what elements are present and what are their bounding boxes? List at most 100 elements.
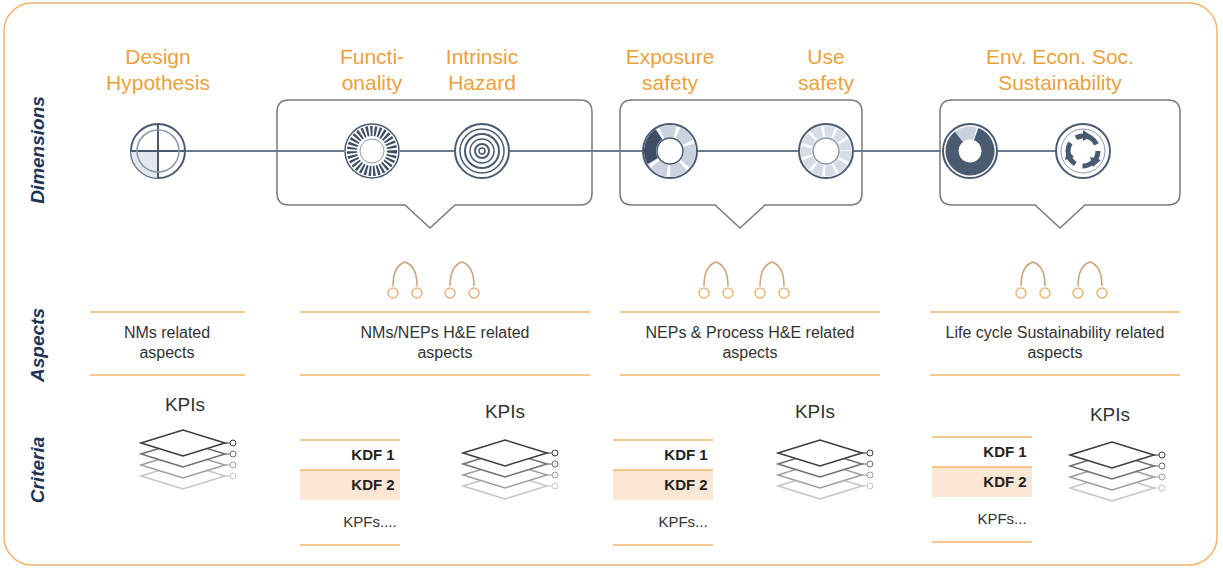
kpi-label: KPIs: [775, 400, 855, 424]
layer-stacks: [141, 430, 1165, 501]
group-box: [940, 100, 1180, 228]
layer-dot: [1159, 463, 1165, 469]
dimension-heading: Intrinsic Hazard: [432, 44, 532, 96]
row-label: Dimensions: [26, 80, 50, 220]
kdf-label: KDF 2: [646, 475, 726, 495]
exposure-icon: [643, 124, 698, 179]
layer-tick: [862, 453, 867, 454]
layer-tick: [1154, 477, 1159, 478]
layer-dot: [552, 472, 558, 478]
tree-leaf: [723, 288, 733, 298]
kpi-label: KPIs: [145, 393, 225, 417]
layer-tick: [862, 475, 867, 476]
layer-tick: [1154, 466, 1159, 467]
tree-leaf: [779, 288, 789, 298]
layer-dot: [230, 473, 236, 479]
tree-leaf: [388, 288, 398, 298]
layer-dot: [552, 483, 558, 489]
layer-dot: [552, 450, 558, 456]
layer-tick: [547, 453, 552, 454]
row-label: Criteria: [26, 400, 50, 540]
use-safety-icon: [799, 124, 853, 178]
kpf-label: KPFs...: [643, 512, 723, 532]
group-box: [620, 100, 862, 228]
kdf-label: KDF 1: [965, 442, 1045, 462]
aspect-text: NMs/NEPs H&E related aspects: [345, 323, 545, 363]
tree-branch: [450, 262, 474, 286]
layer-dot: [230, 440, 236, 446]
connector-line: [400, 150, 454, 152]
dimension-node: Functi- onality: [344, 123, 400, 179]
layer-tick: [547, 464, 552, 465]
layer-tick: [225, 443, 230, 444]
criteria-columns: [300, 437, 1032, 545]
design-icon: [131, 124, 185, 178]
dimension-heading: Use safety: [791, 44, 861, 96]
kpf-label: KPFs....: [330, 512, 410, 532]
dimension-node: Exposure safety: [642, 123, 698, 179]
tree-leaf: [445, 288, 455, 298]
functionality-icon: [345, 124, 399, 178]
dimension-heading: Functi- onality: [332, 44, 412, 96]
layer-dot: [230, 451, 236, 457]
tree-branch: [1078, 262, 1102, 286]
kdf-label: KDF 1: [333, 445, 413, 465]
sustainability-icon: [943, 124, 997, 178]
dimension-heading: Exposure safety: [620, 44, 720, 96]
layer-dot: [867, 450, 873, 456]
dimension-heading: Env. Econ. Soc. Sustainability: [969, 44, 1151, 96]
group-box: [277, 100, 592, 228]
layer-dot: [1159, 452, 1165, 458]
aspect-text: Life cycle Sustainability related aspect…: [940, 323, 1170, 363]
tree-leaf: [699, 288, 709, 298]
kdf-label: KDF 2: [333, 475, 413, 495]
layer-dot: [867, 483, 873, 489]
layer-dot: [1159, 485, 1165, 491]
layer-tick: [225, 465, 230, 466]
tree-leaf: [1097, 288, 1107, 298]
tree-leaf: [1073, 288, 1083, 298]
layer-tick: [225, 454, 230, 455]
layer-tick: [1154, 455, 1159, 456]
kdf-label: KDF 1: [646, 445, 726, 465]
tree-leaf: [755, 288, 765, 298]
dimension-node: Intrinsic Hazard: [454, 123, 510, 179]
layer-tick: [547, 475, 552, 476]
tree-leaf: [412, 288, 422, 298]
connector-line: [186, 150, 344, 152]
layer-dot: [1159, 474, 1165, 480]
tree-branch: [760, 262, 784, 286]
layer-sheet: [1070, 442, 1154, 468]
hazard-icon: [455, 124, 509, 178]
kpi-label: KPIs: [1070, 403, 1150, 427]
outer-frame: [4, 3, 1217, 565]
aspect-text: NMs related aspects: [97, 323, 237, 363]
dimension-node: Env. Econ. Soc. Sustainability: [941, 123, 1112, 179]
dimension-heading: Design Hypothesis: [98, 44, 218, 96]
aspect-lines: [90, 312, 1180, 375]
layer-tick: [1154, 488, 1159, 489]
row-label: Aspects: [26, 275, 50, 415]
tree-branch: [393, 262, 417, 286]
layer-dot: [867, 461, 873, 467]
kpi-label: KPIs: [465, 400, 545, 424]
tree-leaf: [1040, 288, 1050, 298]
dimension-node: Use safety: [798, 123, 854, 179]
layer-tick: [862, 464, 867, 465]
layer-dot: [230, 462, 236, 468]
layer-tick: [225, 476, 230, 477]
kpf-label: KPFs...: [962, 509, 1042, 529]
layer-dot: [867, 472, 873, 478]
tree-icons: [388, 262, 1107, 298]
tree-leaf: [1016, 288, 1026, 298]
aspect-text: NEPs & Process H&E related aspects: [645, 323, 855, 363]
tree-branch: [704, 262, 728, 286]
kdf-label: KDF 2: [965, 472, 1045, 492]
layer-sheet: [463, 440, 547, 466]
layer-sheet: [141, 430, 225, 456]
icon-link: [998, 150, 1055, 152]
layer-tick: [862, 486, 867, 487]
connector-line: [698, 150, 798, 152]
